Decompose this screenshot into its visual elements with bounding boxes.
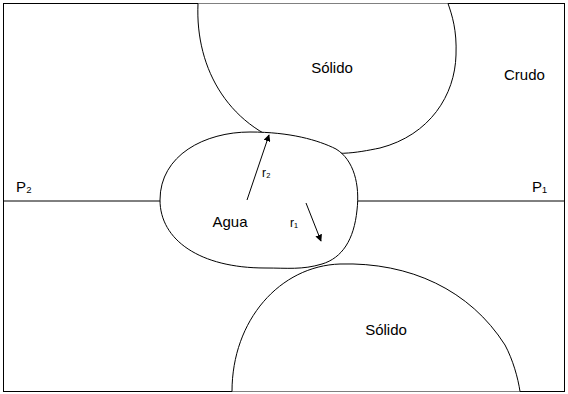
radius-arrow [306, 203, 321, 241]
phase-label: Crudo [504, 66, 545, 84]
radius-label: r₁ [290, 216, 298, 230]
solid-grain [198, 4, 456, 154]
phase-label: Agua [212, 213, 247, 231]
pressure-label: P₁ [532, 178, 547, 196]
solid-label: Sólido [365, 321, 407, 339]
solid-grain-region: Sólido [361, 319, 411, 341]
water-drop-region: Agua [208, 211, 251, 233]
frame [4, 4, 565, 392]
solid-grain [232, 264, 520, 392]
radius-label: r₂ [262, 166, 271, 180]
solid-label: Sólido [311, 59, 353, 77]
pressure-label: P₂ [16, 178, 32, 196]
water-drop [160, 132, 358, 268]
solid-grain-region: Sólido [307, 57, 357, 79]
